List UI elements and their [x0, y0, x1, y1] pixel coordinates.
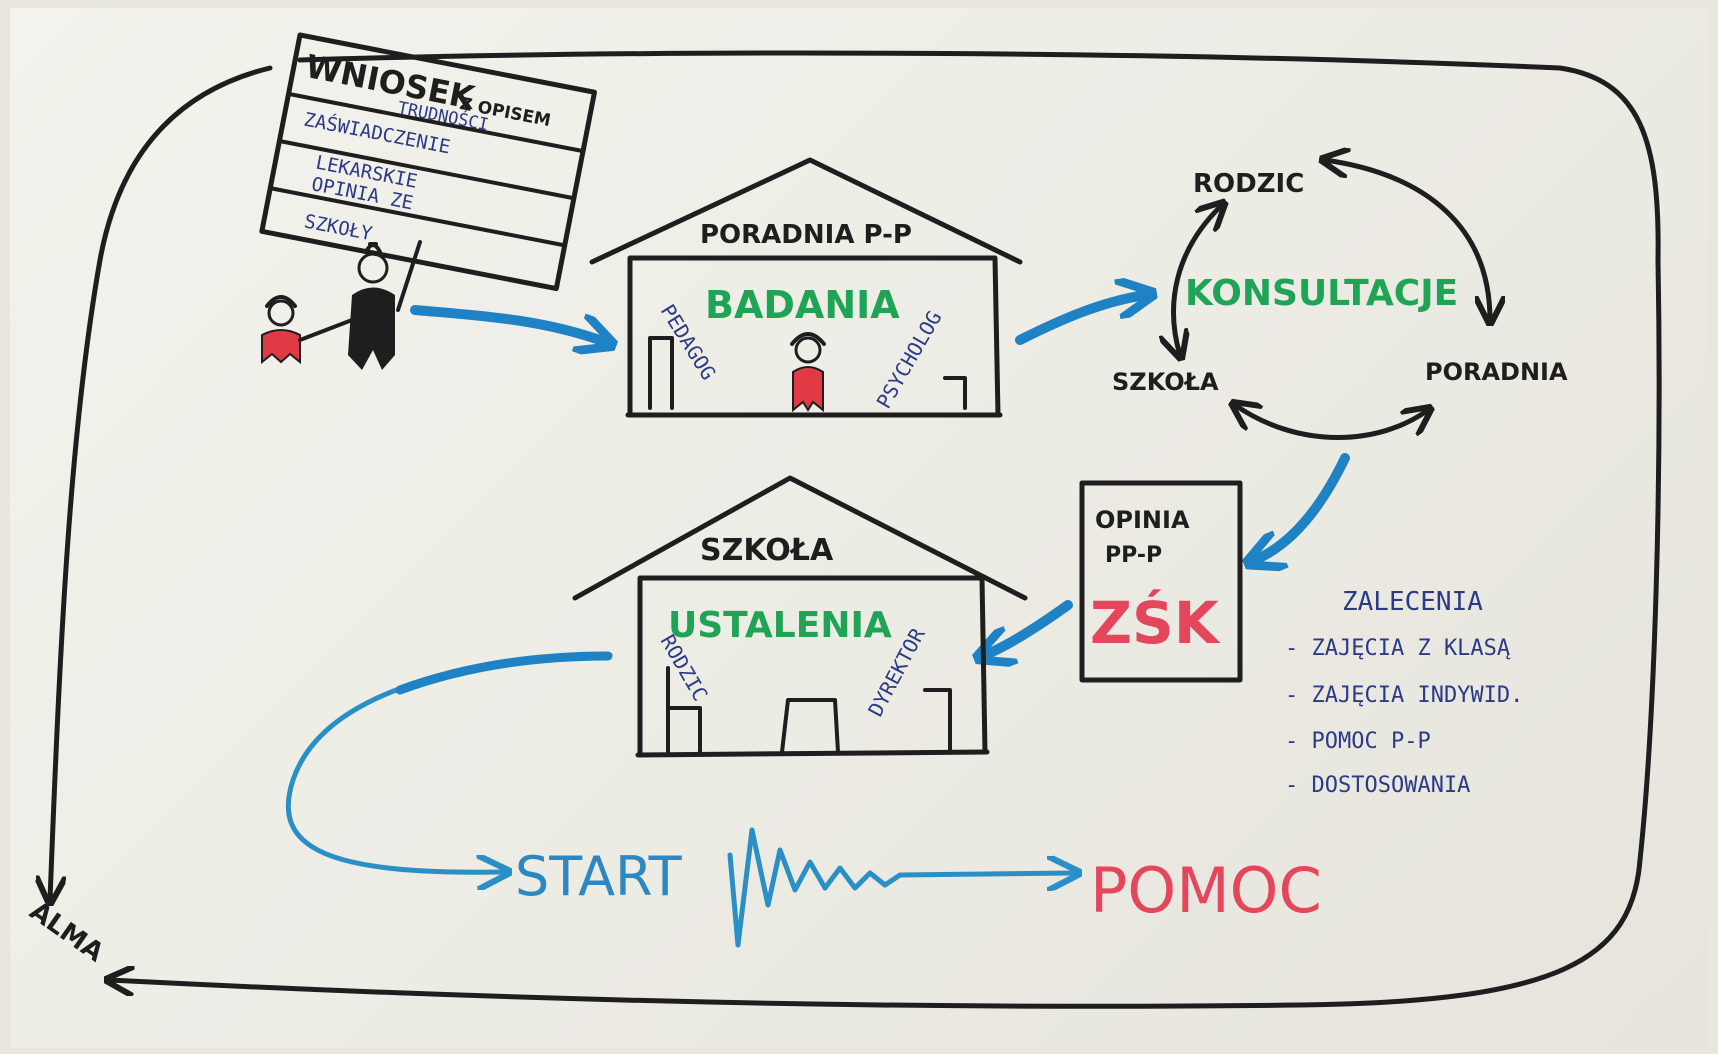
arrow-to-consultation: [1015, 295, 1145, 345]
child-figure-left: [261, 295, 354, 365]
school-activity: USTALENIA: [668, 605, 892, 646]
parent-figure: [348, 242, 395, 370]
opinion-title-line1: OPINIA: [1095, 506, 1190, 534]
outer-loop-left: [50, 65, 273, 900]
request-sign: WNIOSEK Z OPISEM TRUDNOŚCI ZAŚWIADCZENIE…: [259, 32, 597, 292]
sign-pole: [396, 240, 422, 312]
consultation-school: SZKOŁA: [1112, 368, 1219, 396]
counseling-activity: BADANIA: [705, 283, 900, 327]
arrow-swoop-to-start: [285, 652, 613, 872]
recommendations-title: ZALECENIA: [1342, 587, 1483, 617]
arrow-to-school: [985, 600, 1073, 655]
school-house: [572, 475, 1028, 758]
cycle-arrow-school-counseling: [1235, 405, 1428, 440]
opinion-code: ZŚK: [1090, 588, 1221, 657]
signature-text: ALMA: [24, 896, 109, 968]
recommendation-item-2: - ZAJĘCIA INDYWID.: [1285, 683, 1523, 708]
arrow-to-opinion: [1255, 453, 1350, 560]
cycle-arrow-parent-counseling: [1325, 160, 1490, 320]
consultation-center: KONSULTACJE: [1185, 273, 1458, 314]
end-label: POMOC: [1090, 854, 1322, 927]
recommendation-item-1: - ZAJĘCIA Z KLASĄ: [1285, 636, 1511, 661]
recommendation-item-4: - DOSTOSOWANIA: [1285, 773, 1470, 798]
consultation-parent: RODZIC: [1193, 169, 1304, 199]
cycle-arrow-parent-school: [1174, 205, 1222, 355]
arrow-to-counseling: [410, 305, 605, 342]
opinion-title-line2: PP-P: [1105, 543, 1162, 568]
swoop-thick-stroke: [395, 651, 613, 695]
consultation-counseling: PORADNIA: [1425, 358, 1568, 386]
counseling-house: [589, 157, 1023, 418]
school-roof-label: SZKOŁA: [700, 533, 834, 568]
outer-loop-frame: [110, 50, 1662, 1009]
zigzag-line: [727, 827, 1075, 948]
recommendation-item-3: - POMOC P-P: [1285, 729, 1431, 754]
counseling-roof-label: PORADNIA P-P: [700, 220, 912, 250]
start-label: START: [515, 845, 683, 908]
opinion-box: [1079, 480, 1243, 683]
